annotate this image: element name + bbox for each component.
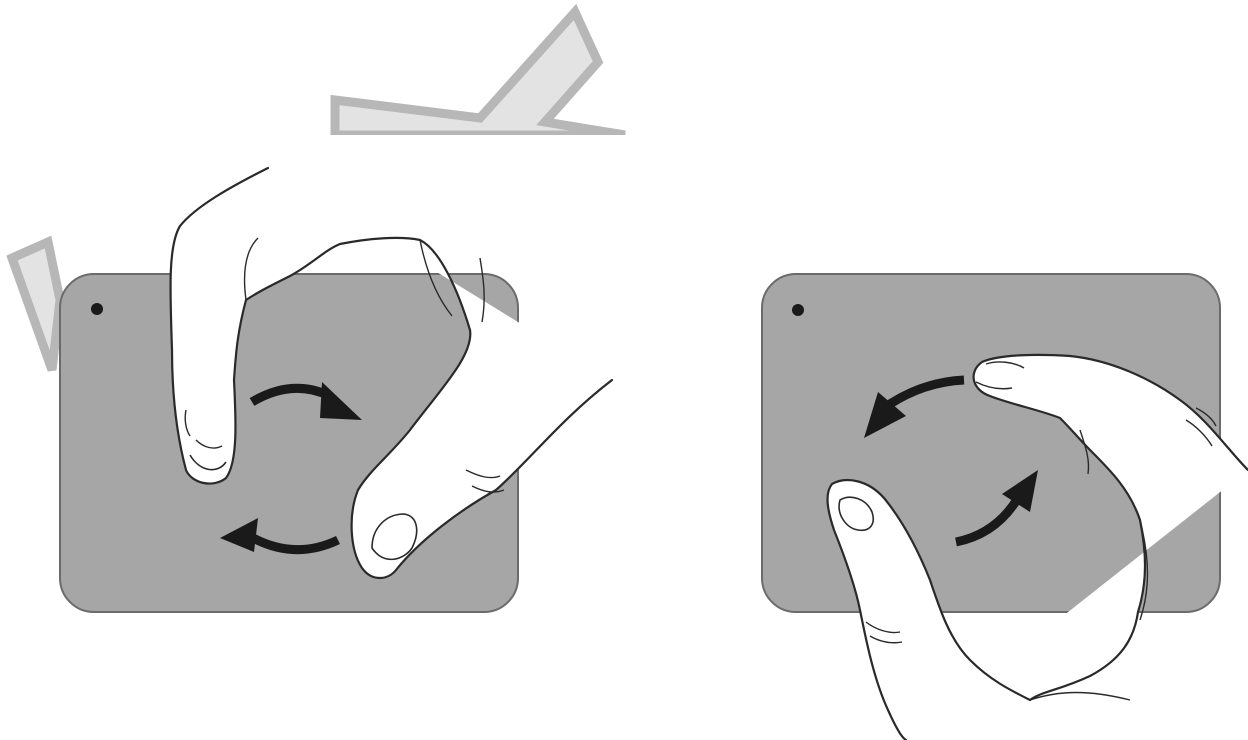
backdrop-shape-top [335, 12, 625, 135]
backdrop-shape-left [12, 242, 60, 370]
touchpad-indicator-light [792, 304, 804, 316]
touchpad-indicator-light [91, 303, 103, 315]
panel-left-rotate-clockwise [60, 168, 612, 612]
panel-right-rotate-counterclockwise [762, 274, 1248, 740]
